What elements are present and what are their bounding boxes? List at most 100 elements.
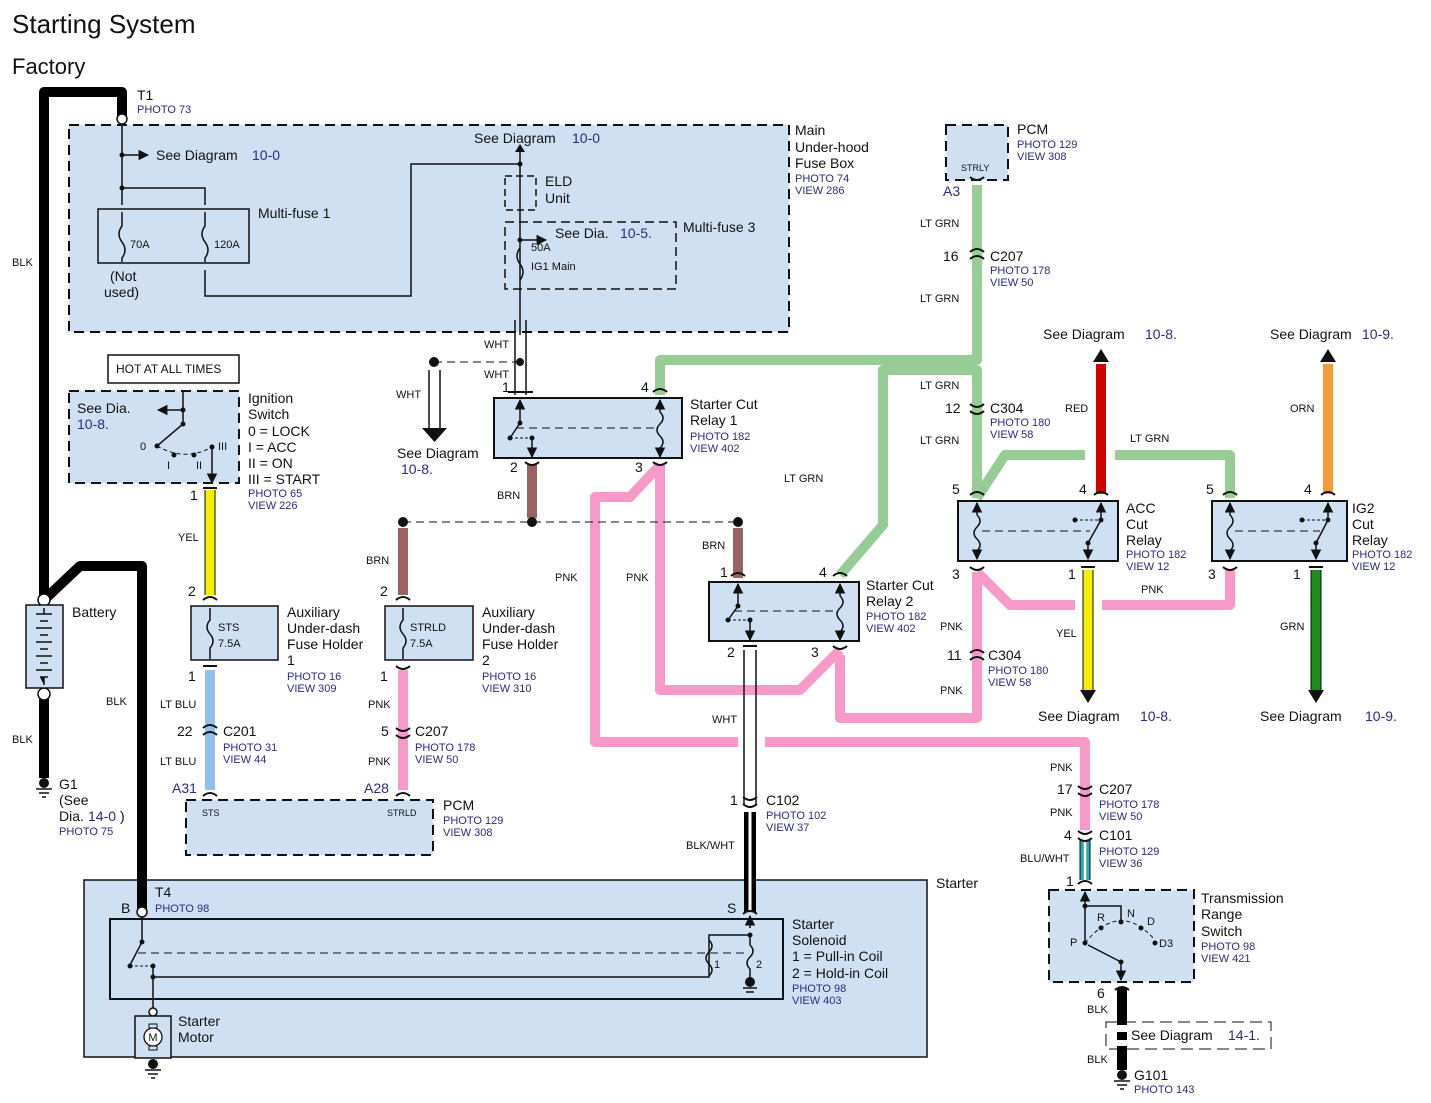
arrow-down-grn xyxy=(1308,690,1324,703)
see-dia-text: See Dia. xyxy=(555,225,609,241)
pin-number: 2 xyxy=(727,644,735,660)
connector-photo-link[interactable]: PHOTO 129 xyxy=(1099,846,1159,858)
g101-photo-link[interactable]: PHOTO 143 xyxy=(1134,1084,1194,1096)
g1-label: Dia. xyxy=(59,808,84,824)
connector-pin: 12 xyxy=(945,400,961,416)
fuse-holder-2-label: Fuse Holder xyxy=(482,636,559,652)
see-diagram-14-1-link[interactable]: 14-1. xyxy=(1228,1027,1260,1043)
see-diagram-text: See Diagram xyxy=(474,130,556,146)
fuse-holder-1-photo-link[interactable]: PHOTO 16 xyxy=(287,671,341,683)
ig2-relay-photo-link[interactable]: PHOTO 182 xyxy=(1352,549,1412,561)
pin-number: 4 xyxy=(819,564,827,580)
connector-photo-link[interactable]: PHOTO 178 xyxy=(1099,799,1159,811)
solenoid-view-link[interactable]: VIEW 403 xyxy=(792,995,842,1007)
see-diagram-10-8-link[interactable]: 10-8. xyxy=(401,461,433,477)
hot-at-all-times-label: HOT AT ALL TIMES xyxy=(116,362,221,376)
fusebox-photo-link[interactable]: PHOTO 74 xyxy=(795,173,849,185)
fuse-sts-label: STS xyxy=(218,622,239,634)
see-diagram-10-0-link[interactable]: 10-0 xyxy=(572,130,600,146)
see-diagram-10-9-link[interactable]: 10-9. xyxy=(1362,326,1394,342)
g1-photo-link[interactable]: PHOTO 75 xyxy=(59,826,113,838)
fuse-70a-label: 70A xyxy=(130,239,150,251)
fuse-rating-label: 7.5A xyxy=(410,638,433,650)
connector-photo-link[interactable]: PHOTO 178 xyxy=(990,265,1050,277)
connector-photo-link[interactable]: PHOTO 178 xyxy=(415,742,475,754)
wire-pnk-trs xyxy=(765,737,1090,830)
wire-pnk-relay1-trs xyxy=(590,461,738,747)
t4-photo-link[interactable]: PHOTO 98 xyxy=(155,903,209,915)
pin-number: 3 xyxy=(635,459,643,475)
trs-photo-link[interactable]: PHOTO 98 xyxy=(1201,941,1255,953)
fusebox-label-line: Fuse Box xyxy=(795,155,854,171)
battery-label: Battery xyxy=(72,604,116,620)
not-used-label: used) xyxy=(104,284,139,300)
pcm-top-view-link[interactable]: VIEW 308 xyxy=(1017,151,1067,163)
ignition-label: Ignition xyxy=(248,390,293,406)
connector-photo-link[interactable]: PHOTO 180 xyxy=(988,665,1048,677)
relay-1-photo-link[interactable]: PHOTO 182 xyxy=(690,431,750,443)
wire-label: PNK xyxy=(368,756,391,768)
trs-pos-label: R xyxy=(1097,912,1105,924)
connector-view-link[interactable]: VIEW 50 xyxy=(1099,811,1142,823)
starter-cut-relay-2 xyxy=(708,581,860,642)
fuse-50a-label: 50A xyxy=(531,242,551,254)
ignition-photo-link[interactable]: PHOTO 65 xyxy=(248,488,302,500)
ignition-view-link[interactable]: VIEW 226 xyxy=(248,500,298,512)
acc-relay-photo-link[interactable]: PHOTO 182 xyxy=(1126,549,1186,561)
see-diagram-14-1-box xyxy=(1105,1021,1272,1050)
connector-view-link[interactable]: VIEW 36 xyxy=(1099,858,1142,870)
ignition-label: 0 = LOCK xyxy=(248,423,311,439)
see-dia-10-5-link[interactable]: 10-5. xyxy=(620,225,652,241)
connector-photo-link[interactable]: PHOTO 180 xyxy=(990,417,1050,429)
eld-unit xyxy=(504,175,537,211)
relay-2-photo-link[interactable]: PHOTO 182 xyxy=(866,611,926,623)
see-dia-10-8-link[interactable]: 10-8. xyxy=(77,416,109,432)
fuse-sts-icon xyxy=(206,608,214,659)
ig2-relay-view-link[interactable]: VIEW 12 xyxy=(1352,561,1395,573)
see-dia-14-0-link[interactable]: 14-0 xyxy=(88,808,116,824)
see-diagram-10-8-link[interactable]: 10-8. xyxy=(1140,708,1172,724)
trs-label: Switch xyxy=(1201,923,1242,939)
connector-view-link[interactable]: VIEW 58 xyxy=(990,429,1033,441)
solenoid-photo-link[interactable]: PHOTO 98 xyxy=(792,983,846,995)
connector-view-link[interactable]: VIEW 58 xyxy=(988,677,1031,689)
fuse-holder-2-photo-link[interactable]: PHOTO 16 xyxy=(482,671,536,683)
g1-label: ) xyxy=(120,808,125,824)
trs-label: Range xyxy=(1201,906,1242,922)
see-diagram-10-0-link[interactable]: 10-0 xyxy=(252,147,280,163)
pcm-bottom-view-link[interactable]: VIEW 308 xyxy=(443,827,493,839)
connector-photo-link[interactable]: PHOTO 102 xyxy=(766,810,826,822)
see-diagram-text: See Diagram xyxy=(1038,708,1120,724)
wire-label: WHT xyxy=(484,339,509,351)
fuse-holder-1-view-link[interactable]: VIEW 309 xyxy=(287,683,337,695)
fuse-holder-2-view-link[interactable]: VIEW 310 xyxy=(482,683,532,695)
relay-1-view-link[interactable]: VIEW 402 xyxy=(690,443,740,455)
t1-photo-link[interactable]: PHOTO 73 xyxy=(137,104,191,116)
connector-photo-link[interactable]: PHOTO 31 xyxy=(223,742,277,754)
see-diagram-10-8-link[interactable]: 10-8. xyxy=(1145,326,1177,342)
trs-view-link[interactable]: VIEW 421 xyxy=(1201,953,1251,965)
fusebox-view-link[interactable]: VIEW 286 xyxy=(795,185,845,197)
trs-pos-label: D xyxy=(1147,916,1155,928)
see-diagram-text: See Diagram xyxy=(397,445,479,461)
pcm-bottom-photo-link[interactable]: PHOTO 129 xyxy=(443,815,503,827)
connector-view-link[interactable]: VIEW 44 xyxy=(223,754,266,766)
connector-view-link[interactable]: VIEW 50 xyxy=(990,277,1033,289)
fuse-70a-icon xyxy=(118,212,126,262)
ignition-label: Switch xyxy=(248,406,289,422)
see-diagram-10-9-link[interactable]: 10-9. xyxy=(1365,708,1397,724)
multi-fuse-3-label: Multi-fuse 3 xyxy=(683,219,756,235)
relay-2-label: Starter Cut xyxy=(866,577,934,593)
wire-label: BLK xyxy=(1087,1004,1108,1016)
fuse-holder-1-label: Under-dash xyxy=(287,620,360,636)
wire-label: BLK/WHT xyxy=(686,840,735,852)
wire-ltgrn-c304-acc5 xyxy=(972,450,1085,501)
t4-terminal xyxy=(136,906,148,918)
connector-pin: 5 xyxy=(381,723,389,739)
pcm-top-photo-link[interactable]: PHOTO 129 xyxy=(1017,139,1077,151)
connector-view-link[interactable]: VIEW 50 xyxy=(415,754,458,766)
relay-2-view-link[interactable]: VIEW 402 xyxy=(866,623,916,635)
acc-relay-view-link[interactable]: VIEW 12 xyxy=(1126,561,1169,573)
connector-view-link[interactable]: VIEW 37 xyxy=(766,822,809,834)
solenoid-label: 1 = Pull-in Coil xyxy=(792,948,883,964)
